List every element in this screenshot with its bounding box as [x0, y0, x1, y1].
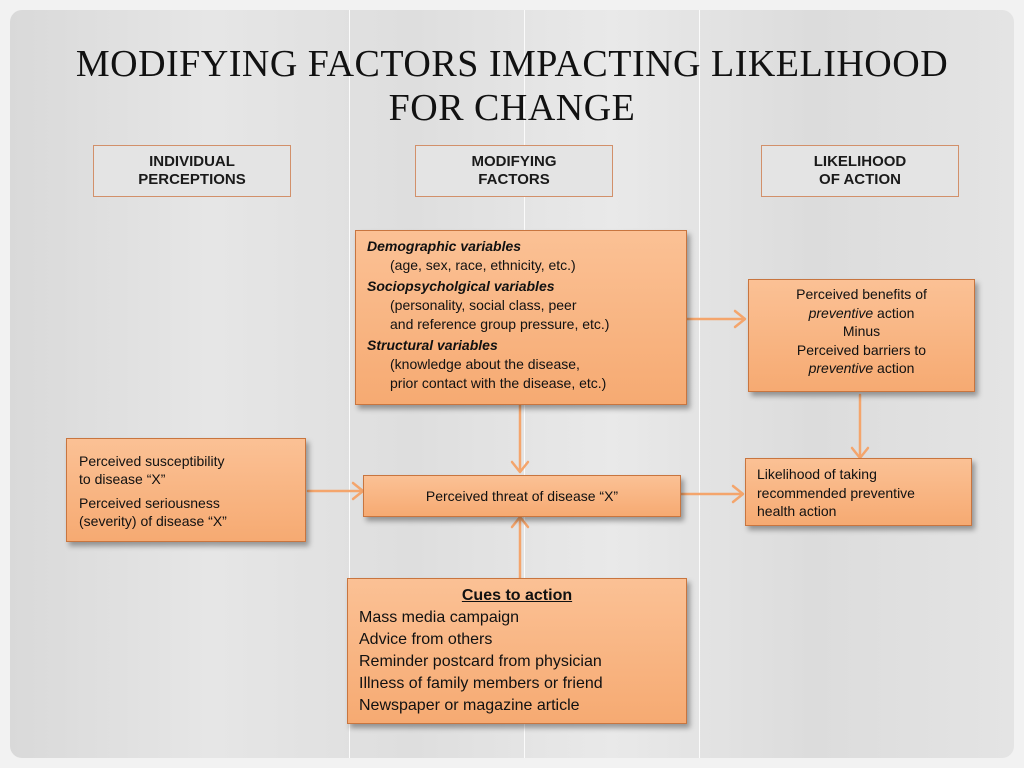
- benefits-line: preventive action: [749, 304, 974, 323]
- likelihood-line: health action: [757, 503, 837, 519]
- cues-to-action-box: Cues to action Mass media campaign Advic…: [347, 578, 687, 724]
- individual-perceptions-box: Perceived susceptibility to disease “X” …: [66, 438, 306, 542]
- perceived-threat-label: Perceived threat of disease “X”: [425, 488, 619, 504]
- perceptions-line: (severity) of disease “X”: [79, 513, 227, 529]
- page-title-line-2: FOR CHANGE: [388, 87, 636, 129]
- socio-detail: and reference group pressure, etc.): [390, 316, 610, 332]
- benefits-line: Minus: [842, 323, 881, 339]
- socio-detail: (personality, social class, peer: [390, 297, 577, 313]
- italic-text: preventive: [808, 360, 874, 376]
- header-text: FACTORS: [478, 171, 550, 188]
- cues-item: Advice from others: [359, 631, 493, 648]
- cues-heading: Cues to action: [461, 587, 573, 604]
- benefits-text: action: [873, 304, 915, 321]
- cues-item: Reminder postcard from physician: [359, 653, 602, 670]
- benefits-line: Perceived benefits of: [796, 286, 927, 302]
- header-text: OF ACTION: [819, 171, 901, 188]
- header-text: PERCEPTIONS: [138, 171, 246, 188]
- perceptions-line: Perceived susceptibility: [79, 453, 225, 469]
- benefits-line: Perceived barriers to: [796, 341, 927, 358]
- page-title-line-1: MODIFYING FACTORS IMPACTING LIKELIHOOD: [75, 43, 949, 85]
- structural-detail: prior contact with the disease, etc.): [390, 375, 607, 391]
- header-text: LIKELIHOOD: [813, 153, 907, 170]
- header-text: INDIVIDUAL: [149, 153, 235, 170]
- modifying-factors-box: Demographic variables (age, sex, race, e…: [355, 230, 687, 405]
- socio-heading: Sociopsycholgical variables: [367, 278, 555, 294]
- benefits-text: action: [873, 360, 915, 376]
- perceptions-line: to disease “X”: [79, 471, 166, 487]
- structural-detail: (knowledge about the disease,: [390, 356, 580, 372]
- divider-line: [699, 10, 700, 758]
- header-text: MODIFYING: [471, 153, 557, 170]
- likelihood-of-action-box: Likelihood of taking recommended prevent…: [745, 458, 972, 526]
- perceived-threat-box: Perceived threat of disease “X”: [363, 475, 681, 517]
- italic-text: preventive: [808, 304, 874, 321]
- divider-line: [349, 10, 350, 758]
- demographic-heading: Demographic variables: [367, 238, 522, 254]
- perceptions-line: Perceived seriousness: [79, 495, 220, 511]
- perceived-benefits-box: Perceived benefits of preventive action …: [748, 279, 975, 392]
- benefits-line: preventive action: [749, 359, 974, 378]
- demographic-detail: (age, sex, race, ethnicity, etc.): [390, 257, 576, 273]
- cues-item: Mass media campaign: [359, 609, 520, 626]
- page-title: MODIFYING FACTORS IMPACTING LIKELIHOOD F…: [0, 42, 1024, 130]
- likelihood-line: Likelihood of taking: [757, 466, 877, 482]
- cues-item: Illness of family members or friend: [359, 675, 603, 692]
- cues-item: Newspaper or magazine article: [359, 697, 580, 714]
- structural-heading: Structural variables: [367, 337, 498, 353]
- likelihood-line: recommended preventive: [757, 484, 915, 501]
